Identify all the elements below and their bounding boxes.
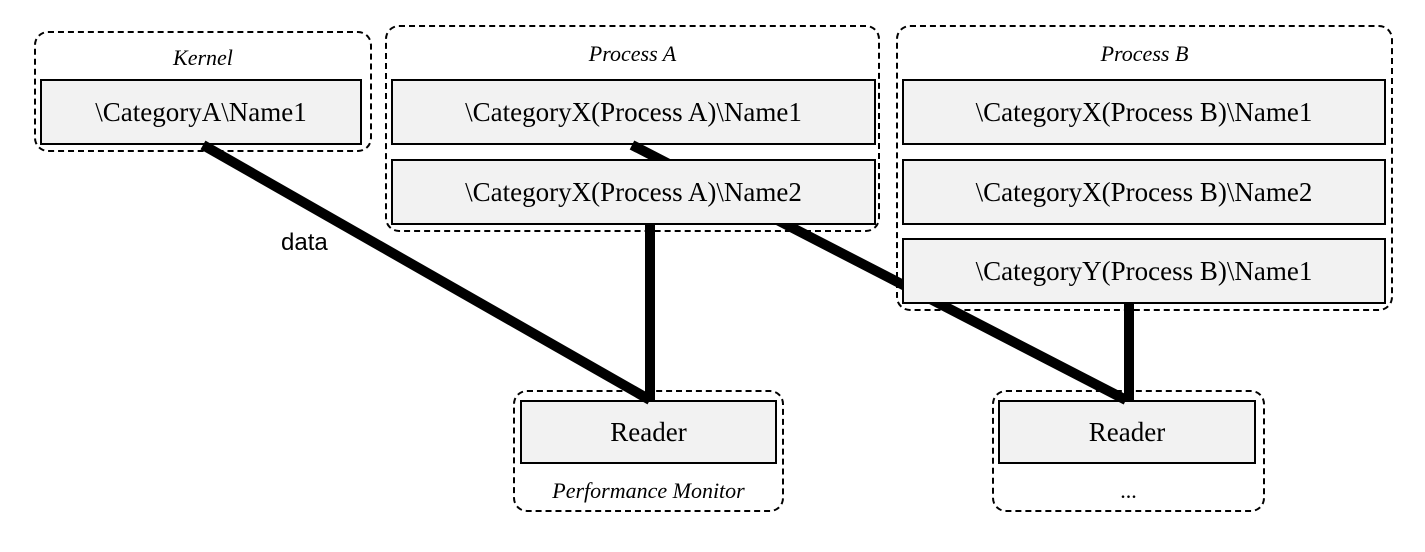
counter-process-b-name2: \CategoryX(Process B)\Name2 (902, 159, 1386, 225)
counter-process-a-name2-overlay: \CategoryX(Process A)\Name2 (391, 159, 876, 225)
reader-performance-monitor: Reader (520, 400, 777, 464)
group-process-b: Process B (896, 25, 1393, 311)
counter-process-b-name1: \CategoryX(Process B)\Name1 (902, 79, 1386, 145)
group-title-performance-monitor: Performance Monitor (552, 478, 745, 503)
group-title-process-b: Process B (1100, 41, 1189, 66)
counter-process-b-categoryy-name1-overlay: \CategoryY(Process B)\Name1 (902, 238, 1386, 304)
edge-label-data: data (281, 229, 328, 256)
group-performance-monitor: Performance Monitor (513, 390, 784, 512)
group-title-kernel: Kernel (173, 45, 233, 70)
counter-process-a-name1: \CategoryX(Process A)\Name1 (391, 79, 876, 145)
group-title-other-reader: ... (1120, 478, 1137, 503)
reader-other: Reader (998, 400, 1256, 464)
group-title-process-a: Process A (588, 41, 677, 66)
counter-kernel-categorya-name1: \CategoryA\Name1 (40, 79, 362, 145)
